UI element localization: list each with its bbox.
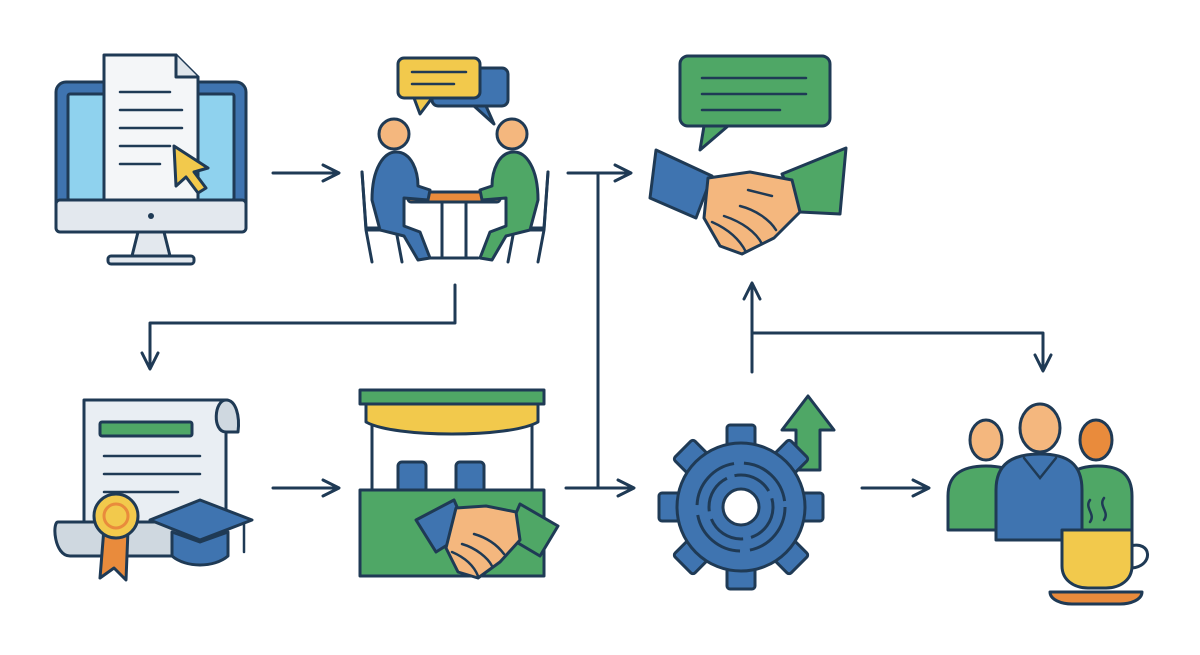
handshake-speech-icon [648,54,848,256]
team-coffee-icon [946,402,1149,606]
connectors [140,163,1053,498]
booth-handshake-icon [358,388,560,580]
computer-document-icon [54,53,248,266]
arrow-branch-to-team [750,331,1053,373]
certificate-graduation-icon [53,398,254,582]
connector-interview-to-certificate [140,283,457,371]
gear-growth-icon [657,394,836,591]
interview-meeting-icon [360,56,550,264]
